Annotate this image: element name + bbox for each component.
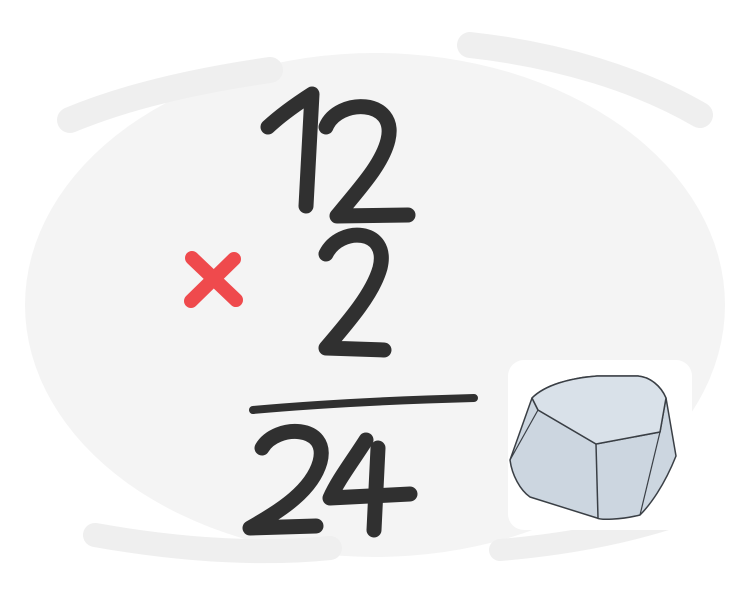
multiply-x-icon [184,251,243,308]
result-line [249,394,478,414]
product [242,424,418,538]
multiplicand [260,86,416,224]
multiplier [318,227,392,358]
keyboard-key-icon [508,360,692,530]
